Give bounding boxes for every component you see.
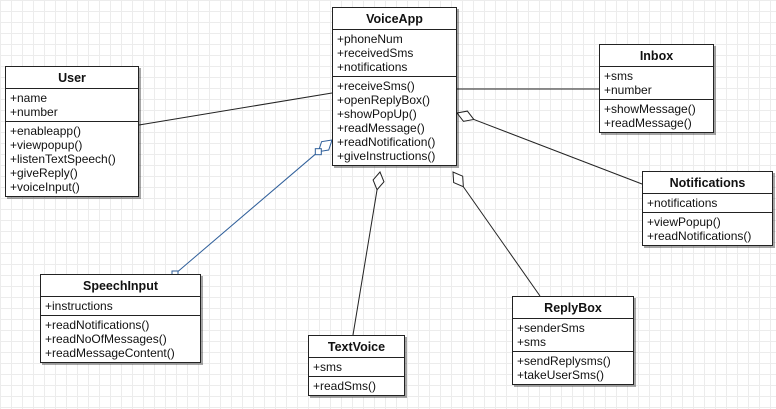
class-speechinput[interactable]: SpeechInput +instructions +readNotificat… bbox=[40, 274, 201, 363]
attribute: +number bbox=[604, 83, 652, 97]
class-user[interactable]: User +name +number +enableapp() +viewpop… bbox=[5, 66, 139, 197]
methods-section: +enableapp() +viewpopup() +listenTextSpe… bbox=[6, 122, 138, 196]
attribute: +receivedSms bbox=[337, 46, 414, 60]
class-name: VoiceApp bbox=[333, 8, 456, 30]
method: +readMessage() bbox=[337, 121, 425, 135]
attribute: +notifications bbox=[337, 60, 408, 74]
method: +readMessage() bbox=[604, 116, 692, 130]
method: +takeUserSms() bbox=[517, 368, 605, 382]
attributes-section: +phoneNum +receivedSms +notifications bbox=[333, 30, 456, 77]
relationship-user-voiceapp bbox=[138, 92, 333, 126]
attribute: +instructions bbox=[45, 299, 113, 313]
methods-section: +viewPopup() +readNotifications() bbox=[643, 213, 772, 245]
class-name: Inbox bbox=[600, 45, 713, 67]
attributes-section: +sms +number bbox=[600, 67, 713, 100]
method: +readSms() bbox=[313, 379, 377, 393]
relationship-voiceapp-speechinput bbox=[171, 139, 333, 278]
class-name: User bbox=[6, 67, 138, 89]
method: +receiveSms() bbox=[337, 79, 415, 93]
attributes-section: +name +number bbox=[6, 89, 138, 122]
attribute: +phoneNum bbox=[337, 32, 403, 46]
attribute: +name bbox=[10, 91, 48, 105]
method: +voiceInput() bbox=[10, 180, 80, 194]
method: +readNotifications() bbox=[45, 318, 150, 332]
class-name: SpeechInput bbox=[41, 275, 200, 297]
attribute: +sms bbox=[517, 335, 547, 349]
attributes-section: +senderSms +sms bbox=[513, 319, 633, 352]
relationship-voiceapp-replybox bbox=[452, 171, 541, 297]
attributes-section: +notifications bbox=[643, 194, 772, 213]
relationship-voiceapp-notifications bbox=[456, 110, 643, 185]
methods-section: +receiveSms() +openReplyBox() +showPopUp… bbox=[333, 77, 456, 165]
class-replybox[interactable]: ReplyBox +senderSms +sms +sendReplysms()… bbox=[512, 296, 634, 385]
relationship-line bbox=[138, 92, 333, 126]
class-notifications[interactable]: Notifications +notifications +viewPopup(… bbox=[642, 171, 773, 246]
method: +readNoOfMessages() bbox=[45, 332, 167, 346]
method: +readNotification() bbox=[337, 135, 436, 149]
attribute: +sms bbox=[313, 360, 343, 374]
method: +enableapp() bbox=[10, 124, 82, 138]
method: +viewPopup() bbox=[647, 215, 721, 229]
method: +listenTextSpeech() bbox=[10, 152, 116, 166]
method: +showPopUp() bbox=[337, 107, 417, 121]
relationship-line bbox=[473, 118, 643, 185]
methods-section: +sendReplysms() +takeUserSms() bbox=[513, 352, 633, 384]
attribute: +notifications bbox=[647, 196, 718, 210]
method: +readNotifications() bbox=[647, 229, 752, 243]
class-name: Notifications bbox=[643, 172, 772, 194]
relationship-line bbox=[352, 189, 378, 336]
methods-section: +readSms() bbox=[309, 377, 404, 395]
methods-section: +readNotifications() +readNoOfMessages()… bbox=[41, 316, 200, 362]
relationship-line bbox=[174, 151, 319, 275]
method: +giveReply() bbox=[10, 166, 78, 180]
attributes-section: +sms bbox=[309, 358, 404, 377]
attribute: +senderSms bbox=[517, 321, 585, 335]
method: +sendReplysms() bbox=[517, 354, 611, 368]
method: +giveInstructions() bbox=[337, 149, 436, 163]
class-inbox[interactable]: Inbox +sms +number +showMessage() +readM… bbox=[599, 44, 714, 133]
class-voiceapp[interactable]: VoiceApp +phoneNum +receivedSms +notific… bbox=[332, 7, 457, 166]
attributes-section: +instructions bbox=[41, 297, 200, 316]
attribute: +number bbox=[10, 105, 58, 119]
class-name: ReplyBox bbox=[513, 297, 633, 319]
relationship-voiceapp-textvoice bbox=[352, 171, 385, 336]
method: +readMessageContent() bbox=[45, 346, 175, 360]
method: +viewpopup() bbox=[10, 138, 83, 152]
method: +openReplyBox() bbox=[337, 93, 431, 107]
class-name: TextVoice bbox=[309, 336, 404, 358]
class-textvoice[interactable]: TextVoice +sms +readSms() bbox=[308, 335, 405, 396]
method: +showMessage() bbox=[604, 102, 696, 116]
selection-handle-icon bbox=[314, 148, 322, 156]
attribute: +sms bbox=[604, 69, 634, 83]
relationship-line bbox=[462, 186, 541, 297]
methods-section: +showMessage() +readMessage() bbox=[600, 100, 713, 132]
